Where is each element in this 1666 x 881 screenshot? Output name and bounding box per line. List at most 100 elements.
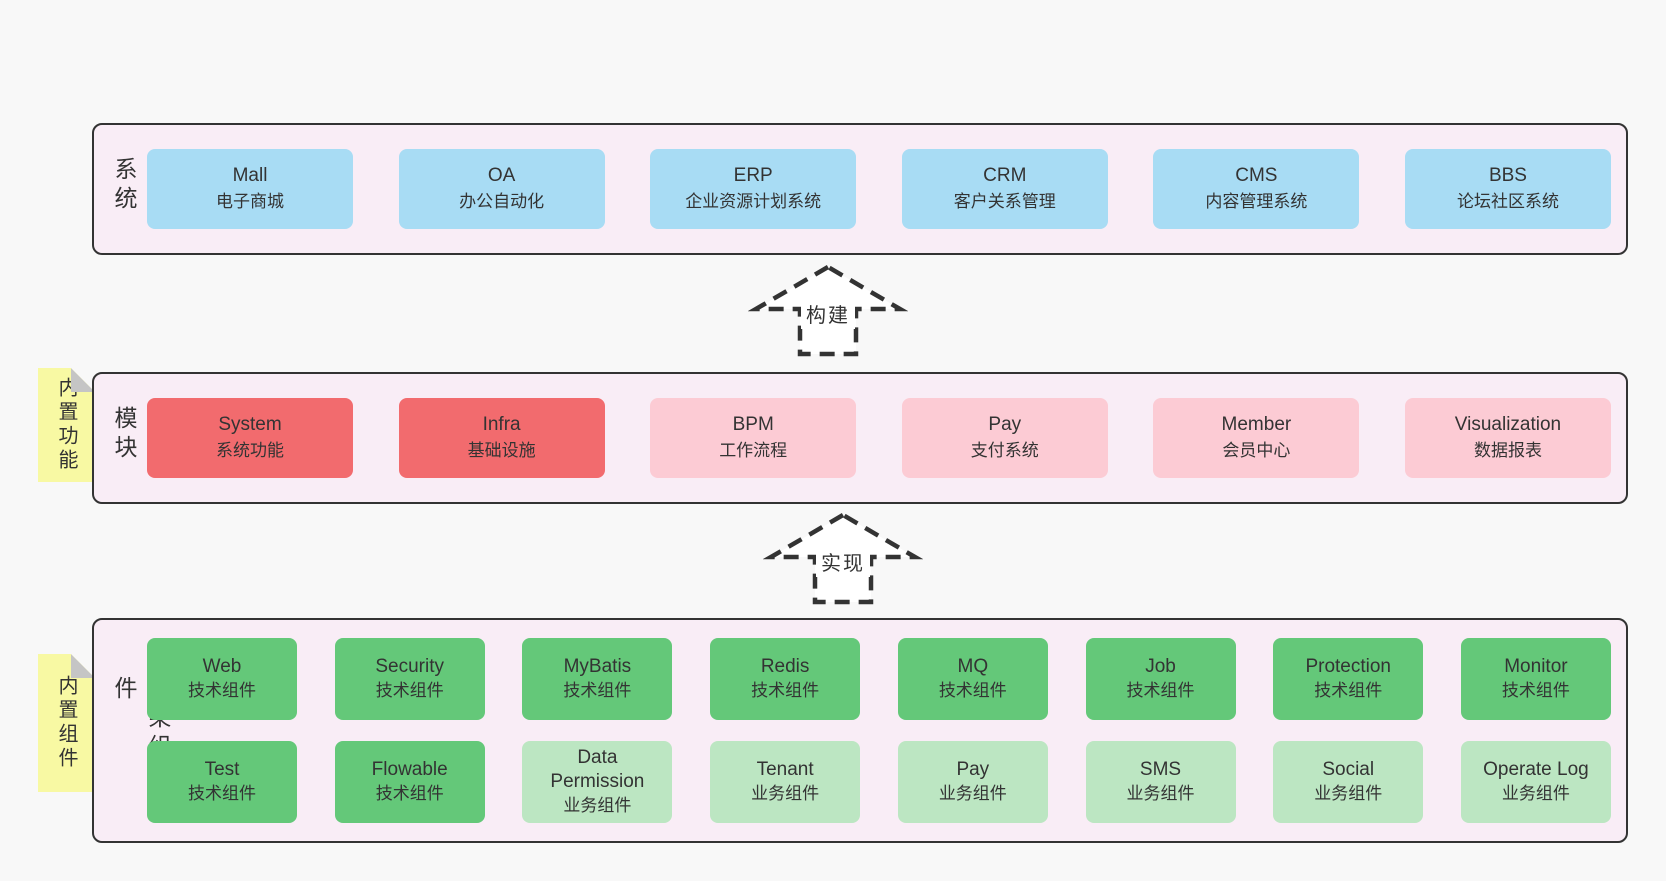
- box-title: System: [218, 414, 282, 435]
- sticky-note-builtin-features: 内置功能: [38, 368, 95, 482]
- box-title: Social: [1322, 759, 1375, 780]
- box-subtitle: 技术组件: [563, 681, 632, 700]
- modules-box-row: System 系统功能 Infra 基础设施 BPM 工作流程 Pay 支付系统 Member 会…: [147, 374, 1611, 502]
- box-subtitle: 电子商城: [216, 192, 284, 211]
- box-subtitle: 企业资源计划系统: [685, 192, 822, 211]
- box-title: Infra: [482, 414, 521, 435]
- box-web: Web 技术组件: [147, 638, 297, 720]
- box-title: Security: [375, 656, 445, 677]
- box-subtitle: 业务组件: [1126, 784, 1195, 803]
- arrow-label: 构建: [801, 298, 855, 329]
- box-subtitle: 技术组件: [188, 681, 256, 700]
- box-title: Data Permission: [550, 747, 645, 792]
- box-protection: Protection 技术组件: [1273, 638, 1424, 720]
- panel-framework-components: 框架组件 Web技术组件Security技术组件MyBatis技术组件Redis…: [92, 618, 1628, 843]
- box-title: Monitor: [1504, 656, 1568, 677]
- box-operate-log: Operate Log 业务组件: [1460, 741, 1611, 823]
- box-title: Mall: [232, 165, 268, 186]
- box-data-permission: Data Permission 业务组件: [522, 741, 673, 823]
- box-subtitle: 技术组件: [188, 784, 256, 803]
- box-security: Security 技术组件: [334, 638, 485, 720]
- sticky-note-builtin-components: 内置组件: [38, 654, 95, 792]
- box-subtitle: 业务组件: [751, 784, 820, 803]
- business-box-row: Mall 电子商城 OA 办公自动化 ERP 企业资源计划系统 CRM 客户关系管理 CMS 内容…: [147, 125, 1611, 253]
- box-infra: Infra 基础设施: [398, 398, 605, 478]
- box-title: OA: [487, 165, 516, 186]
- box-subtitle: 基础设施: [467, 441, 536, 460]
- box-mall: Mall 电子商城: [147, 149, 353, 229]
- box-title: MQ: [957, 656, 989, 677]
- box-subtitle: 系统功能: [216, 441, 284, 460]
- box-subtitle: 内容管理系统: [1205, 192, 1308, 211]
- box-subtitle: 业务组件: [1314, 784, 1383, 803]
- box-title: Test: [204, 759, 240, 780]
- box-mq: MQ 技术组件: [897, 638, 1048, 720]
- box-social: Social 业务组件: [1273, 741, 1424, 823]
- box-title: Pay: [956, 759, 990, 780]
- box-subtitle: 技术组件: [1501, 681, 1570, 700]
- box-visualization: Visualization 数据报表: [1404, 398, 1611, 478]
- box-subtitle: 论坛社区系统: [1456, 192, 1559, 211]
- box-title: ERP: [733, 165, 773, 186]
- panel-business-systems: 业务系统 Mall电子商城OA办公自动化ERP企业资源计划系统CRM客户关系管理…: [92, 123, 1628, 255]
- box-subtitle: 业务组件: [1501, 784, 1570, 803]
- box-subtitle: 支付系统: [970, 441, 1039, 460]
- box-pay: Pay 业务组件: [897, 741, 1048, 823]
- box-title: SMS: [1139, 759, 1182, 780]
- arrow-implement: 实现: [763, 511, 923, 607]
- box-subtitle: 技术组件: [1314, 681, 1383, 700]
- arrow-build: 构建: [748, 263, 908, 359]
- box-subtitle: 数据报表: [1473, 441, 1542, 460]
- box-title: Job: [1145, 656, 1176, 677]
- box-title: BPM: [732, 414, 774, 435]
- box-title: CRM: [983, 165, 1027, 186]
- box-subtitle: 技术组件: [375, 784, 444, 803]
- box-bpm: BPM 工作流程: [650, 398, 857, 478]
- box-subtitle: 办公自动化: [459, 192, 545, 211]
- arrow-label: 实现: [816, 546, 870, 577]
- box-oa: OA 办公自动化: [398, 149, 605, 229]
- box-flowable: Flowable 技术组件: [334, 741, 485, 823]
- box-subtitle: 客户关系管理: [953, 192, 1056, 211]
- box-member: Member 会员中心: [1153, 398, 1360, 478]
- box-subtitle: 业务组件: [563, 796, 632, 815]
- box-subtitle: 技术组件: [938, 681, 1007, 700]
- box-bbs: BBS 论坛社区系统: [1404, 149, 1611, 229]
- box-system: System 系统功能: [147, 398, 353, 478]
- box-mybatis: MyBatis 技术组件: [522, 638, 673, 720]
- box-subtitle: 技术组件: [375, 681, 444, 700]
- box-monitor: Monitor 技术组件: [1460, 638, 1611, 720]
- box-title: BBS: [1488, 165, 1527, 186]
- box-title: Pay: [988, 414, 1022, 435]
- box-test: Test 技术组件: [147, 741, 297, 823]
- box-subtitle: 技术组件: [1126, 681, 1195, 700]
- box-pay: Pay 支付系统: [901, 398, 1108, 478]
- box-subtitle: 业务组件: [938, 784, 1007, 803]
- box-title: Operate Log: [1483, 759, 1589, 780]
- sticky-note-label: 内置功能: [55, 377, 77, 473]
- box-title: MyBatis: [563, 656, 632, 677]
- box-title: Visualization: [1454, 414, 1562, 435]
- sticky-note-label: 内置组件: [55, 675, 77, 771]
- box-title: Protection: [1305, 656, 1391, 677]
- box-title: Member: [1221, 414, 1292, 435]
- box-title: Redis: [760, 656, 810, 677]
- box-title: Tenant: [756, 759, 814, 780]
- box-subtitle: 技术组件: [751, 681, 820, 700]
- box-job: Job 技术组件: [1085, 638, 1236, 720]
- box-title: Flowable: [371, 759, 448, 780]
- box-crm: CRM 客户关系管理: [901, 149, 1108, 229]
- box-tenant: Tenant 业务组件: [710, 741, 861, 823]
- box-title: Web: [202, 656, 242, 677]
- box-erp: ERP 企业资源计划系统: [650, 149, 857, 229]
- panel-common-modules: 通用模块 System系统功能Infra基础设施BPM工作流程Pay支付系统Me…: [92, 372, 1628, 504]
- box-cms: CMS 内容管理系统: [1153, 149, 1360, 229]
- box-subtitle: 工作流程: [719, 441, 788, 460]
- box-redis: Redis 技术组件: [710, 638, 861, 720]
- box-sms: SMS 业务组件: [1085, 741, 1236, 823]
- box-title: CMS: [1235, 165, 1278, 186]
- box-subtitle: 会员中心: [1222, 441, 1291, 460]
